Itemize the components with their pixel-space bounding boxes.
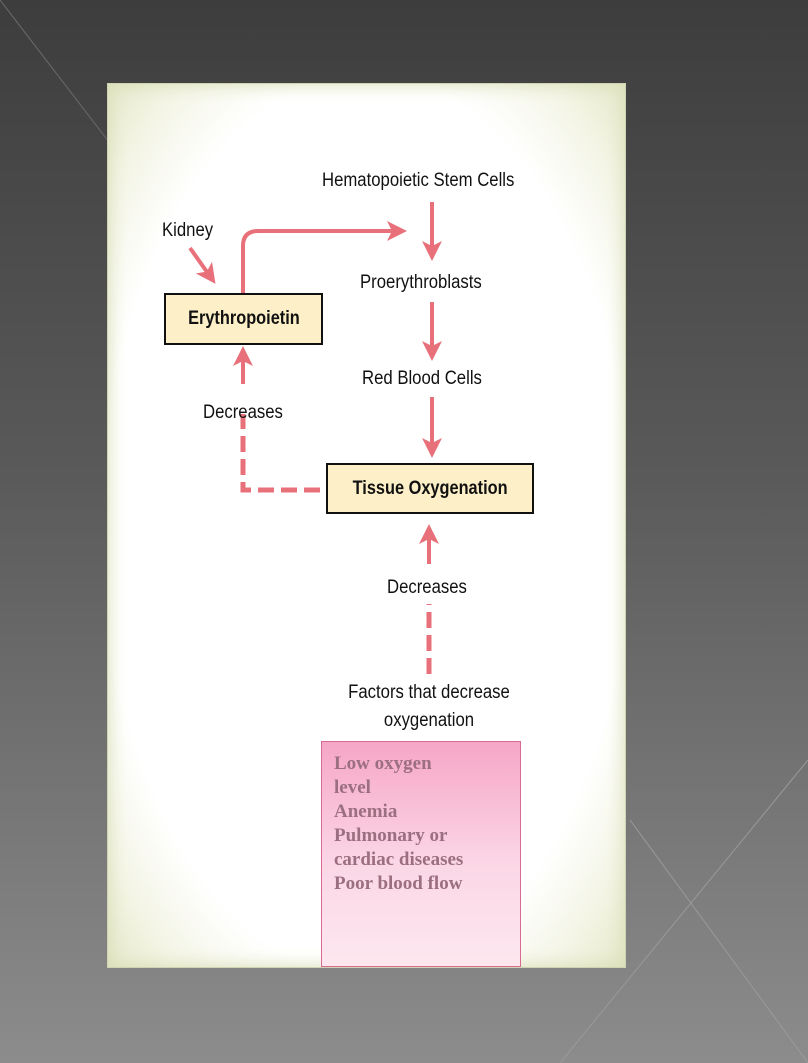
- factor-line: Low oxygen: [334, 753, 432, 774]
- arrow-kidney-to-epo: [188, 246, 216, 284]
- label-decreases-left: Decreases: [203, 402, 283, 423]
- node-red-blood-cells: Red Blood Cells: [362, 368, 482, 389]
- factor-line: cardiac diseases: [334, 849, 464, 870]
- arrow-tissue-to-epo: [240, 414, 320, 493]
- diagram-arrows: [188, 202, 442, 674]
- node-stem-cells: Hematopoietic Stem Cells: [322, 170, 515, 191]
- node-proerythroblasts: Proerythroblasts: [360, 272, 482, 293]
- node-kidney: Kidney: [162, 220, 214, 241]
- node-factors-line2: oxygenation: [383, 710, 475, 731]
- factor-line: Anemia: [334, 801, 398, 822]
- diagram-panel: Hematopoietic Stem Cells Kidney Erythrop…: [107, 83, 626, 968]
- factor-line: Poor blood flow: [334, 873, 463, 894]
- arrow-epo-to-stem: [241, 221, 407, 294]
- label-decreases-bottom: Decreases: [387, 577, 467, 598]
- node-factors-line1: Factors that decrease: [348, 682, 510, 703]
- factor-line: Pulmonary or: [334, 825, 448, 846]
- factors-list-box: Low oxygen level Anemia Pulmonary or car…: [321, 741, 521, 967]
- node-erythropoietin: Erythropoietin: [164, 293, 323, 345]
- factor-line: level: [334, 777, 371, 798]
- node-tissue-oxygenation: Tissue Oxygenation: [326, 463, 534, 514]
